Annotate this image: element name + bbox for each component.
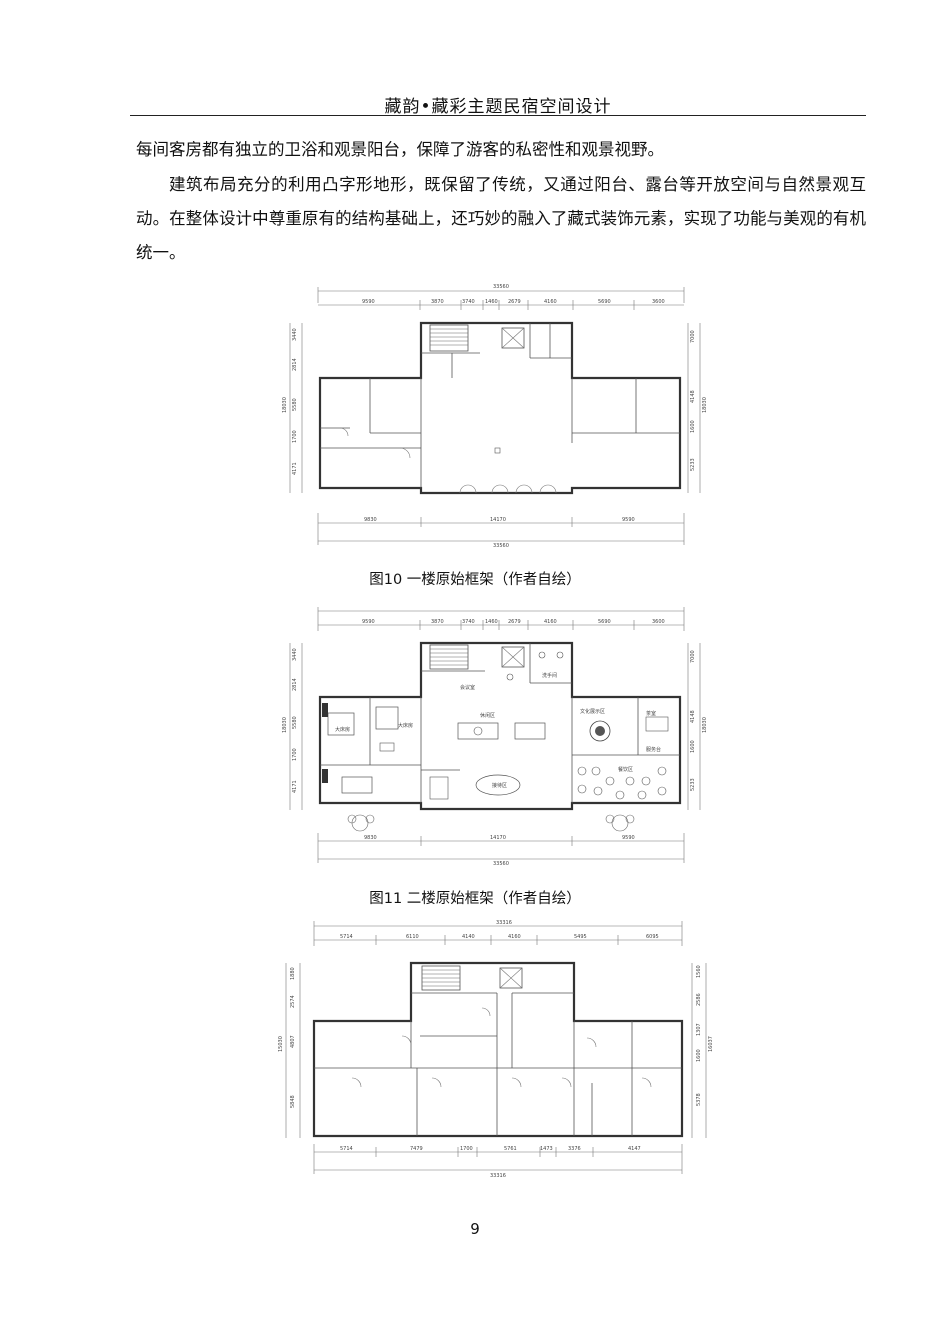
dimension-label: 接待区 (492, 782, 507, 789)
paragraph-1: 每间客房都有独立的卫浴和观景阳台，保障了游客的私密性和观景视野。 (136, 140, 664, 159)
dimension-label: 2586 (696, 993, 702, 1006)
dim-top-4: 1460 (485, 299, 498, 305)
dimension-label: 1700 (460, 1146, 473, 1152)
dimension-label: 3440 (292, 328, 298, 341)
dimension-label: 5714 (340, 934, 353, 940)
dimension-label: 1700 (292, 748, 298, 761)
dim-top-8: 3600 (652, 299, 665, 305)
dimension-label: 18030 (282, 397, 288, 413)
dimension-label: 6110 (406, 934, 419, 940)
dimension-label: 1600 (690, 740, 696, 753)
dimension-label: 6095 (646, 934, 659, 940)
dimension-label: 服务台 (646, 746, 661, 753)
dimension-label: 18030 (702, 717, 708, 733)
floor-plan-2: 9590 3870 3740 1460 2679 4160 5690 3600 … (280, 605, 720, 870)
dimension-label: 4160 (508, 934, 521, 940)
dimension-label: 5233 (690, 458, 696, 471)
dimension-label: 1880 (290, 967, 296, 980)
floor-plan-3: 33316 5714 6110 4140 4160 5495 6095 1880… (272, 918, 722, 1180)
figure-11-caption: 图11 二楼原始框架（作者自绘） (369, 891, 581, 907)
dim-top-5: 2679 (508, 299, 521, 305)
dimension-label: 5848 (290, 1095, 296, 1108)
dimension-label: 5580 (292, 716, 298, 729)
dim-top-2: 3870 (431, 299, 444, 305)
dimension-label: 3600 (652, 619, 665, 625)
dimension-label: 1307 (696, 1023, 702, 1036)
dimension-label: 9590 (362, 619, 375, 625)
dim-top-3: 3740 (462, 299, 475, 305)
dimension-label: 1473 (540, 1146, 553, 1152)
dimension-label: 2814 (292, 678, 298, 691)
dimension-label: 5761 (504, 1146, 517, 1152)
running-header: 藏韵•藏彩主题民宿空间设计 (384, 97, 612, 117)
dimension-label: 18030 (282, 717, 288, 733)
dimension-label: 14170 (490, 835, 506, 841)
dimension-label: 5378 (696, 1093, 702, 1106)
dimension-label: 33560 (493, 861, 509, 867)
dimension-label: 9590 (622, 835, 635, 841)
dimension-label: 33316 (490, 1173, 506, 1179)
page-number: 9 (470, 1220, 480, 1238)
dimension-label: 5233 (690, 778, 696, 791)
dimension-label: 大床房 (398, 722, 413, 729)
dimension-label: 4140 (462, 934, 475, 940)
dimension-label: 7000 (690, 650, 696, 663)
dimension-label: 4171 (292, 462, 298, 475)
dimension-label: 9830 (364, 835, 377, 841)
dimension-label: 会议室 (460, 684, 475, 691)
dimension-label: 4160 (544, 619, 557, 625)
dimension-label: 33316 (496, 920, 512, 926)
dim-top-1: 9590 (362, 299, 375, 305)
dimension-label: 18030 (702, 397, 708, 413)
dim-top-total: 33560 (493, 284, 509, 290)
dimension-label: 5690 (598, 619, 611, 625)
dimension-label: 2814 (292, 358, 298, 371)
dimension-label: 33560 (493, 543, 509, 549)
dimension-label: 16037 (708, 1036, 714, 1052)
dimension-label: 1460 (485, 619, 498, 625)
dimension-label: 1600 (696, 1049, 702, 1062)
dimension-label: 15030 (278, 1036, 284, 1052)
dimension-label: 5580 (292, 398, 298, 411)
dimension-label: 4171 (292, 780, 298, 793)
dimension-label: 3740 (462, 619, 475, 625)
dimension-label: 3440 (292, 648, 298, 661)
dimension-label: 4148 (690, 390, 696, 403)
dimension-label: 休闲区 (480, 712, 495, 719)
dimension-label: 文化展示区 (580, 708, 605, 715)
dim-top-6: 4160 (544, 299, 557, 305)
dimension-label: 4148 (690, 710, 696, 723)
dimension-label: 4147 (628, 1146, 641, 1152)
dimension-label: 2679 (508, 619, 521, 625)
floor-plan-1: 33560 9590 3870 3740 1460 2679 4160 5690… (280, 283, 720, 551)
dimension-label: 7479 (410, 1146, 423, 1152)
dimension-label: 3376 (568, 1146, 581, 1152)
dimension-label: 9590 (622, 517, 635, 523)
paragraph-2: 建筑布局充分的利用凸字形地形，既保留了传统，又通过阳台、露台等开放空间与自然景观… (136, 175, 866, 262)
dim-top-7: 5690 (598, 299, 611, 305)
figure-10-caption: 图10 一楼原始框架（作者自绘） (369, 572, 581, 588)
dimension-label: 1600 (690, 420, 696, 433)
dimension-label: 9830 (364, 517, 377, 523)
dimension-label: 2574 (290, 995, 296, 1008)
dimension-label: 5495 (574, 934, 587, 940)
dimension-label: 4807 (290, 1035, 296, 1048)
dimension-label: 14170 (490, 517, 506, 523)
dimension-label: 1700 (292, 430, 298, 443)
dimension-label: 餐饮区 (618, 766, 633, 773)
dimension-label: 洗手间 (542, 672, 557, 679)
dimension-label: 大床房 (335, 726, 350, 733)
dimension-label: 茶室 (646, 710, 656, 717)
dimension-label: 3870 (431, 619, 444, 625)
header-rule (130, 115, 866, 116)
dimension-label: 7000 (690, 330, 696, 343)
dimension-label: 1560 (696, 965, 702, 978)
dimension-label: 5714 (340, 1146, 353, 1152)
